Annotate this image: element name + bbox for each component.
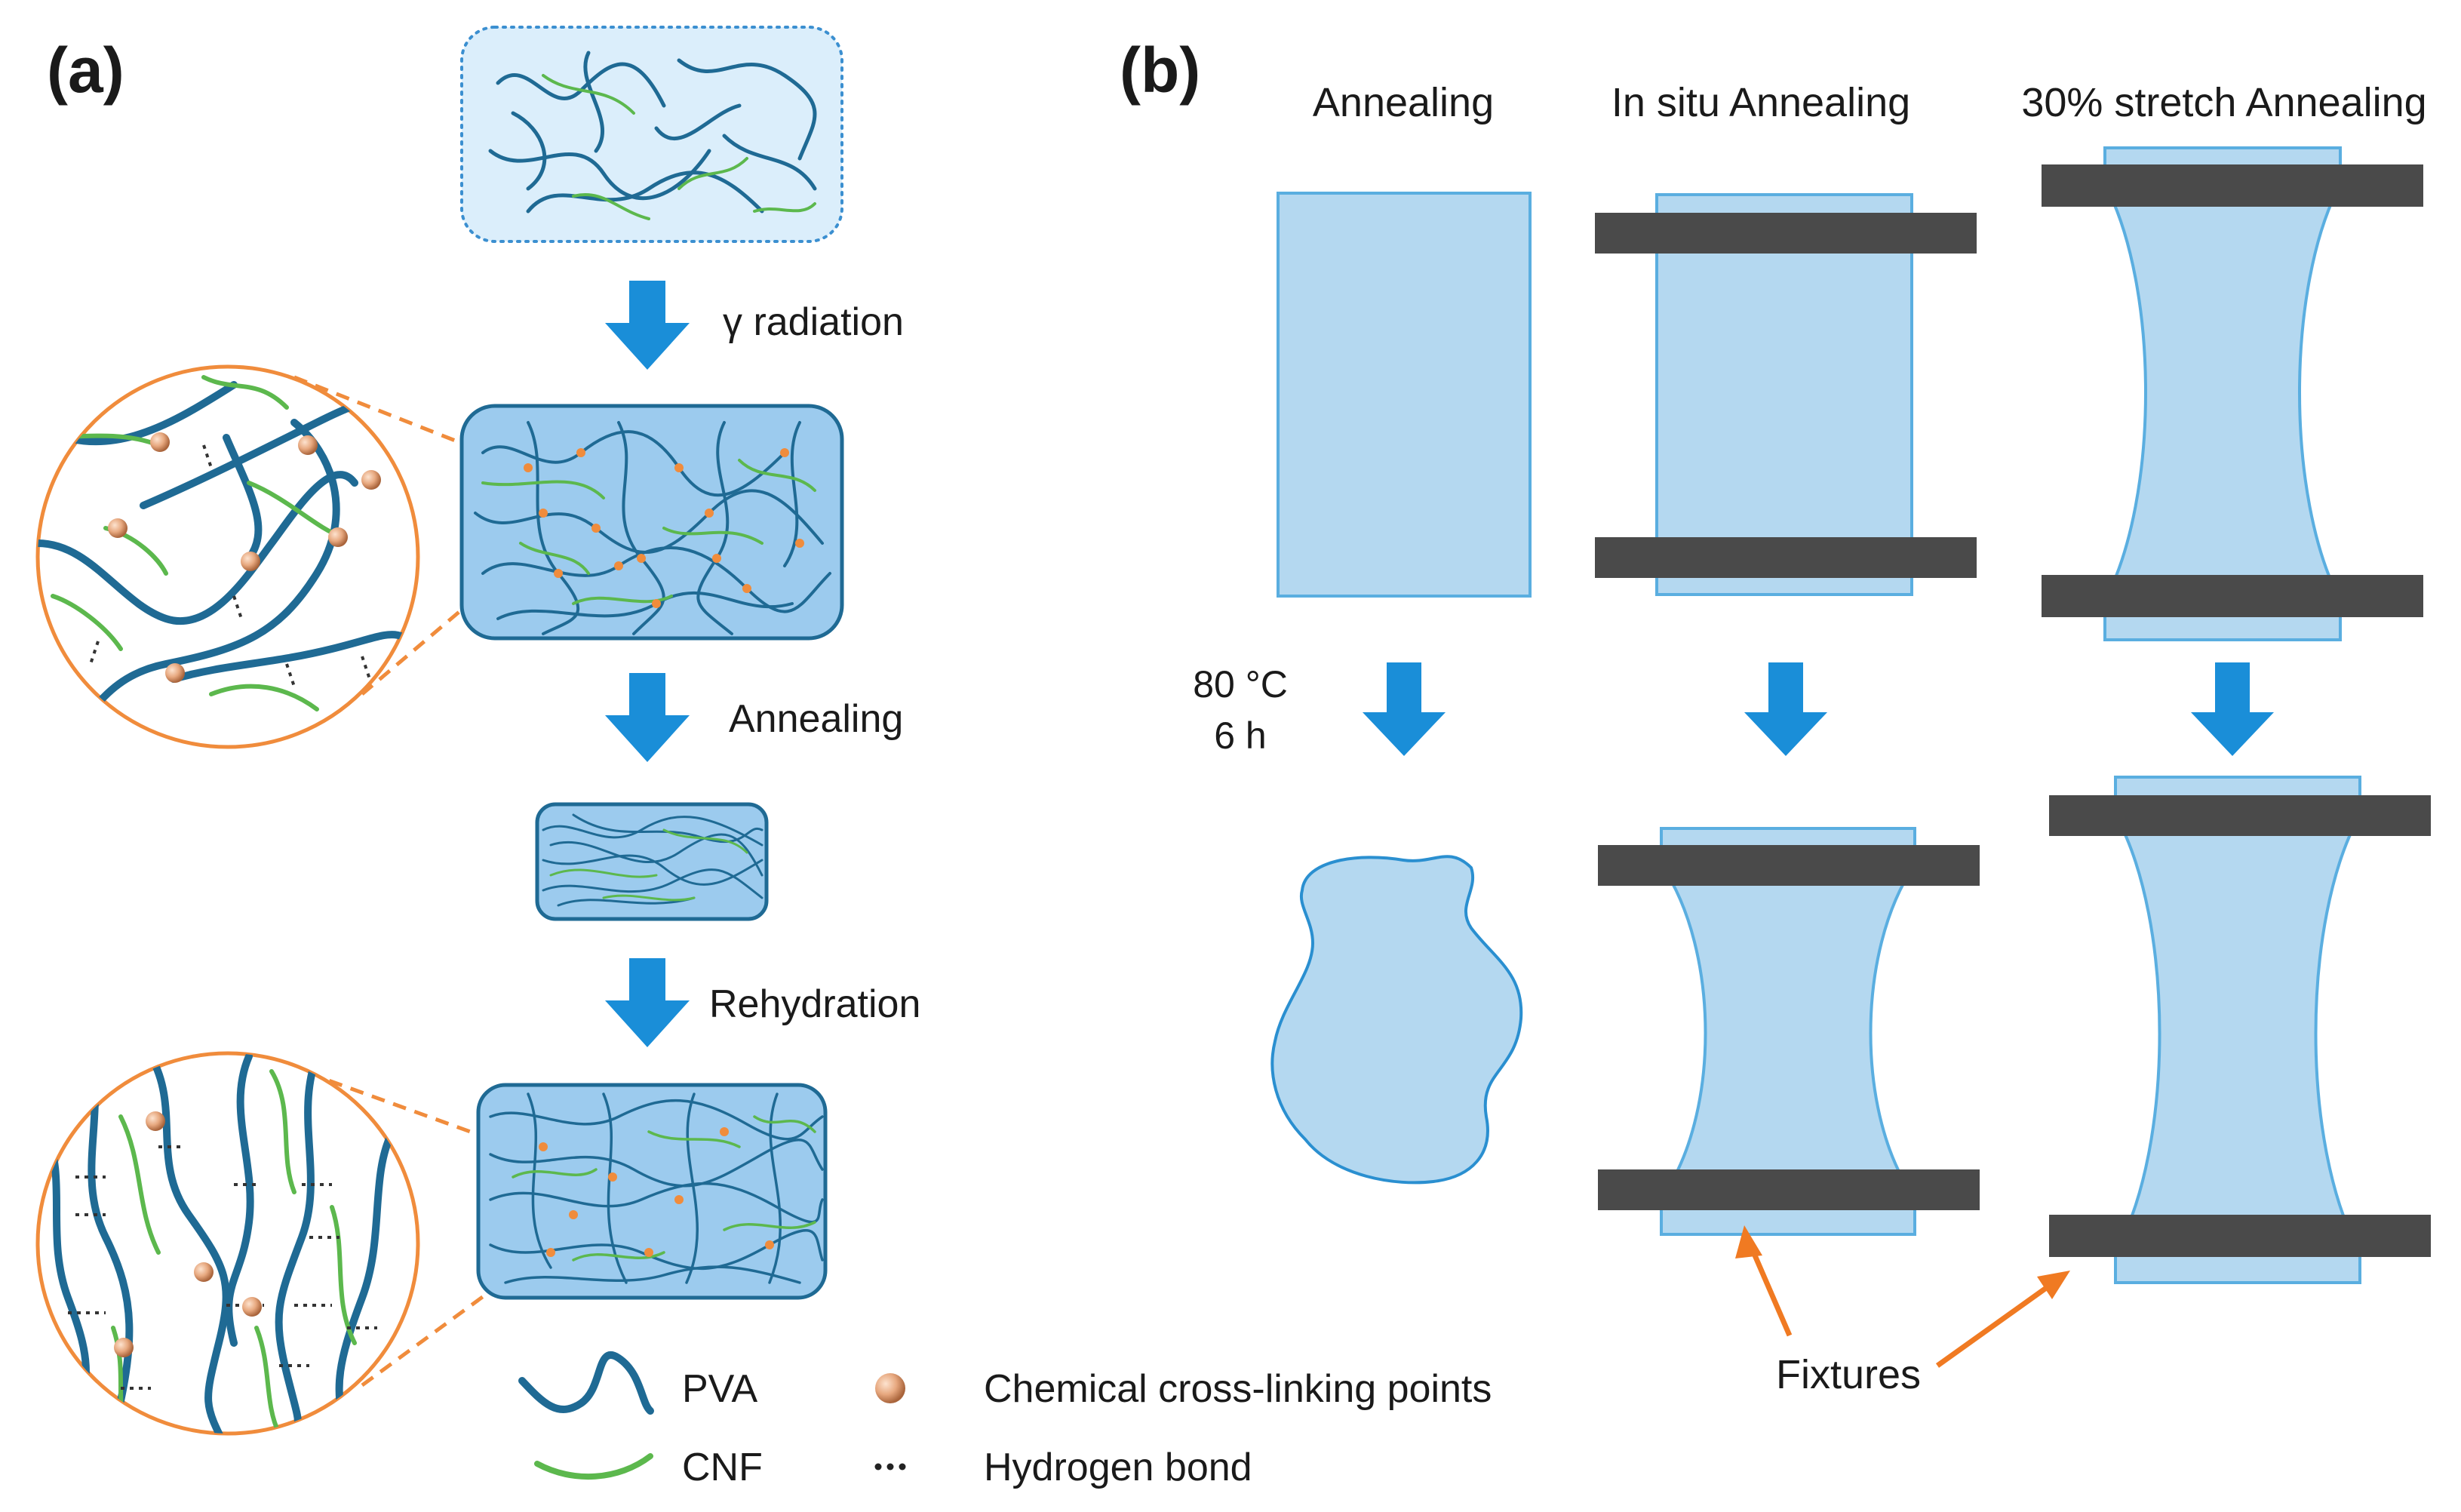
step-annealing: Annealing — [729, 697, 903, 741]
legend-cnf-swatch — [534, 1453, 653, 1480]
rehydrated-gel — [476, 1083, 828, 1300]
sample-in-situ-after — [1660, 827, 1916, 1236]
legend-hbond-label: Hydrogen bond — [984, 1446, 1252, 1489]
sample-after-annealing-shrunk — [1270, 855, 1523, 1185]
zoom-circle-rehydrated — [35, 1051, 420, 1436]
crosslinked-gel — [459, 404, 844, 641]
fixtures-pointer-arrows — [1735, 1225, 2070, 1368]
legend-pva-swatch — [518, 1351, 654, 1415]
column-title-stretch: 30% stretch Annealing — [2021, 80, 2426, 125]
fixtures-label: Fixtures — [1776, 1352, 1921, 1397]
annealed-gel — [535, 802, 769, 921]
column-title-in-situ: In situ Annealing — [1611, 80, 1910, 125]
step-rehydration: Rehydration — [709, 982, 920, 1026]
panel-b-label: (b) — [1120, 35, 1200, 106]
fixture-stretch-bottom — [2042, 575, 2423, 617]
down-arrow-col1 — [1363, 662, 1446, 756]
sample-before-annealing — [1277, 192, 1532, 598]
column-title-annealing: Annealing — [1313, 80, 1494, 125]
legend-hbond-swatch — [874, 1463, 906, 1471]
sample-in-situ-before — [1655, 193, 1913, 596]
down-arrow-gamma — [605, 281, 690, 370]
fixture-stretch-after-top — [2049, 795, 2431, 836]
legend-cnf-label: CNF — [682, 1446, 763, 1489]
condition-temperature: 80 °C — [1193, 663, 1288, 705]
legend-crosslink-label: Chemical cross-linking points — [984, 1367, 1492, 1411]
legend: PVA CNF Chemical cross-linking points Hy… — [518, 1351, 1492, 1489]
sample-stretch-before — [2103, 146, 2342, 641]
condition-time: 6 h — [1214, 715, 1267, 757]
down-arrow-col2 — [1744, 662, 1827, 756]
panel-a-label: (a) — [47, 35, 124, 106]
initial-solution-box — [460, 26, 843, 243]
legend-pva-label: PVA — [682, 1367, 758, 1411]
legend-crosslink-swatch — [875, 1373, 905, 1403]
sample-stretch-after — [2114, 776, 2361, 1284]
fixture-in-situ-after-top — [1598, 845, 1980, 886]
fixture-in-situ-top — [1595, 213, 1977, 254]
fixture-in-situ-after-bottom — [1598, 1169, 1980, 1210]
fixture-stretch-after-bottom — [2049, 1215, 2431, 1257]
step-gamma-radiation: γ radiation — [723, 300, 904, 344]
down-arrow-annealing — [605, 673, 690, 762]
zoom-circle-crosslinked — [35, 364, 420, 749]
fixture-in-situ-bottom — [1595, 537, 1977, 578]
down-arrow-col3 — [2191, 662, 2274, 756]
fixture-stretch-top — [2042, 164, 2423, 207]
down-arrow-rehydration — [605, 958, 690, 1047]
